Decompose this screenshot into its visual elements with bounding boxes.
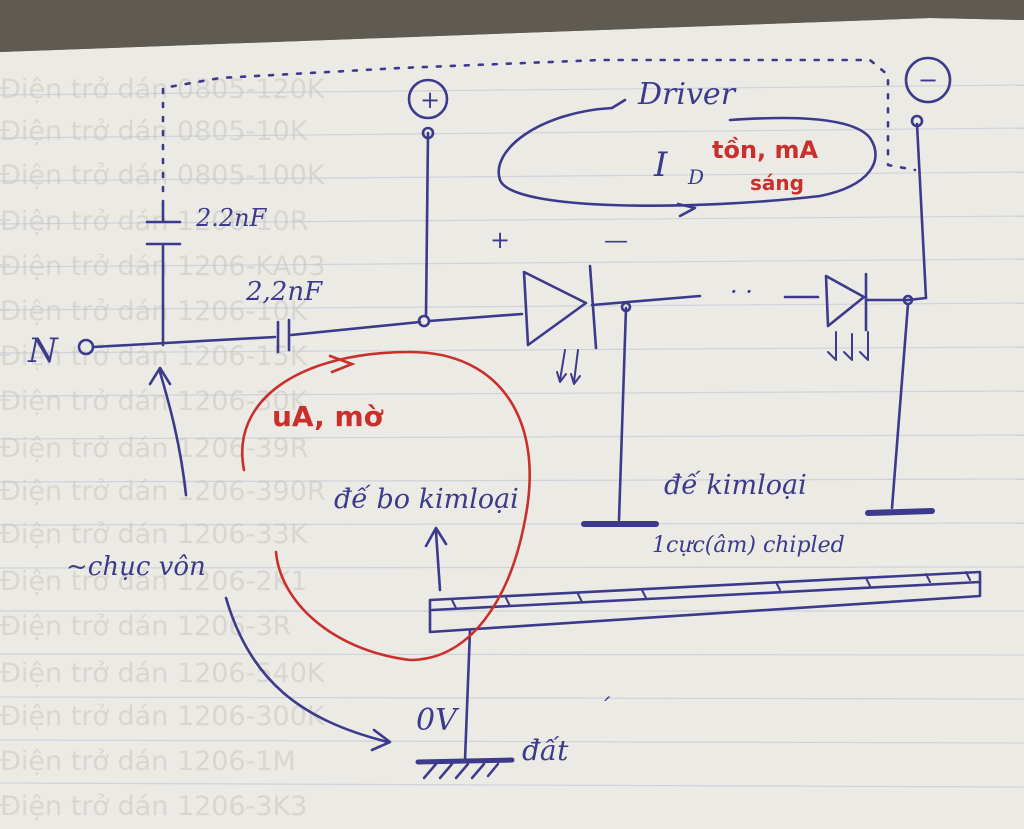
ghost-line: Điện trở dán 1206-300K [0,701,326,732]
ground-label: đất [522,734,569,767]
ghost-line: Điện trở dán 0805-10K [0,116,309,147]
labels: N 2.2nF 2,2nF + − Driver I D tồn, mA sán… [27,66,938,767]
plus-lead-tip [421,126,435,140]
ghost-line: Điện trở dán 1206-540K [0,658,326,689]
minus-lead-tip [910,114,924,128]
minus-terminal-circle [904,56,952,104]
leakage-loop [241,350,531,662]
led-1-base-node [620,301,632,313]
driver-current-label: tồn, mA [712,136,819,164]
driver-label: Driver [637,77,737,112]
led-2-base-wire [890,302,910,510]
leakage-loop-path [241,350,531,662]
led-1-cathode-bar [588,264,598,350]
current-subscript: D [687,165,704,189]
led-1-output-wire [590,294,702,307]
led-1-triangle [522,270,588,347]
led-2-triangle [824,274,866,328]
ghost-line: Điện trở dán 1206-10K [0,296,309,327]
polarity-plus: + [490,226,510,254]
minus-terminal-label: − [918,66,938,94]
board-arrow [424,526,448,592]
ruled-lines [0,84,1024,788]
noise-arrow [148,366,188,497]
leak-current-label: uA, mờ [272,400,384,433]
board-base-label: đế bo kimloại [334,484,519,515]
current-symbol: I [653,145,668,185]
ghost-line: Điện trở dán 1206-1M [0,746,296,777]
chip-cathode-label: 1cực(âm) chipled [652,533,845,558]
circuit [77,56,982,780]
plus-terminal-circle [407,78,449,120]
driver-loop [497,106,877,207]
minus-return-wire [906,296,928,302]
wire-to-led-1 [427,312,524,323]
driver-current-label-2: sáng [750,171,804,195]
plus-lead [424,131,430,318]
chain-ellipsis: · · [730,278,753,306]
ghost-line: Điện trở dán 1206-33K [0,519,309,550]
metal-base-label: đế kimloại [664,470,807,501]
plus-terminal-label: + [420,86,440,114]
ghost-line: Điện trở dán 1206-2K1 [0,566,307,597]
minus-lead [915,122,928,300]
series-capacitor-label: 2,2nF [245,277,323,307]
ghost-line: Điện trở dán 1206-3K3 [0,791,307,822]
node-n-label: N [27,331,59,371]
bleed-through-text: Điện trở dán 0805-120K Điện trở dán 0805… [0,74,326,822]
ghost-line: Điện trở dán 1206-39R [0,433,308,464]
wire-cap-to-plus-node [289,320,422,337]
driver-loop-arrowhead-top [610,98,627,110]
leakage-loop-arrow [328,354,356,374]
wire-n-to-junction [91,335,277,349]
board-hatch-marks [451,571,971,609]
ground-hatch [422,762,500,780]
led-1-emission-arrows [556,349,581,385]
ghost-line: Điện trở dán 1206-390R [0,476,326,507]
paper-shadow-edge [0,0,1024,52]
noise-to-ground-arrow [224,596,392,752]
noise-source-label: ~chục vôn [66,552,206,582]
ground-lead [463,628,472,762]
led-1-base-wire [617,306,628,522]
paper-sheet [0,18,1024,829]
dotted-shield-loop [161,58,917,207]
top-capacitor-label: 2.2nF [195,204,268,232]
ground-tick: ´ [598,694,611,722]
metal-board-edge [430,580,982,612]
ground-plate [415,757,515,765]
metal-board-strip [428,570,982,634]
led-2-metal-base [865,508,935,516]
zero-volt-label: 0V [416,703,460,738]
polarity-minus: — [604,226,628,254]
driver-loop-arrow [676,202,697,218]
ghost-line: Điện trở dán 1206-30K [0,386,309,417]
ghost-line: Điện trở dán 1206-3R [0,611,291,642]
led-2-emission-arrows [827,331,869,361]
ghost-line: Điện trở dán 1206-15K [0,341,309,372]
